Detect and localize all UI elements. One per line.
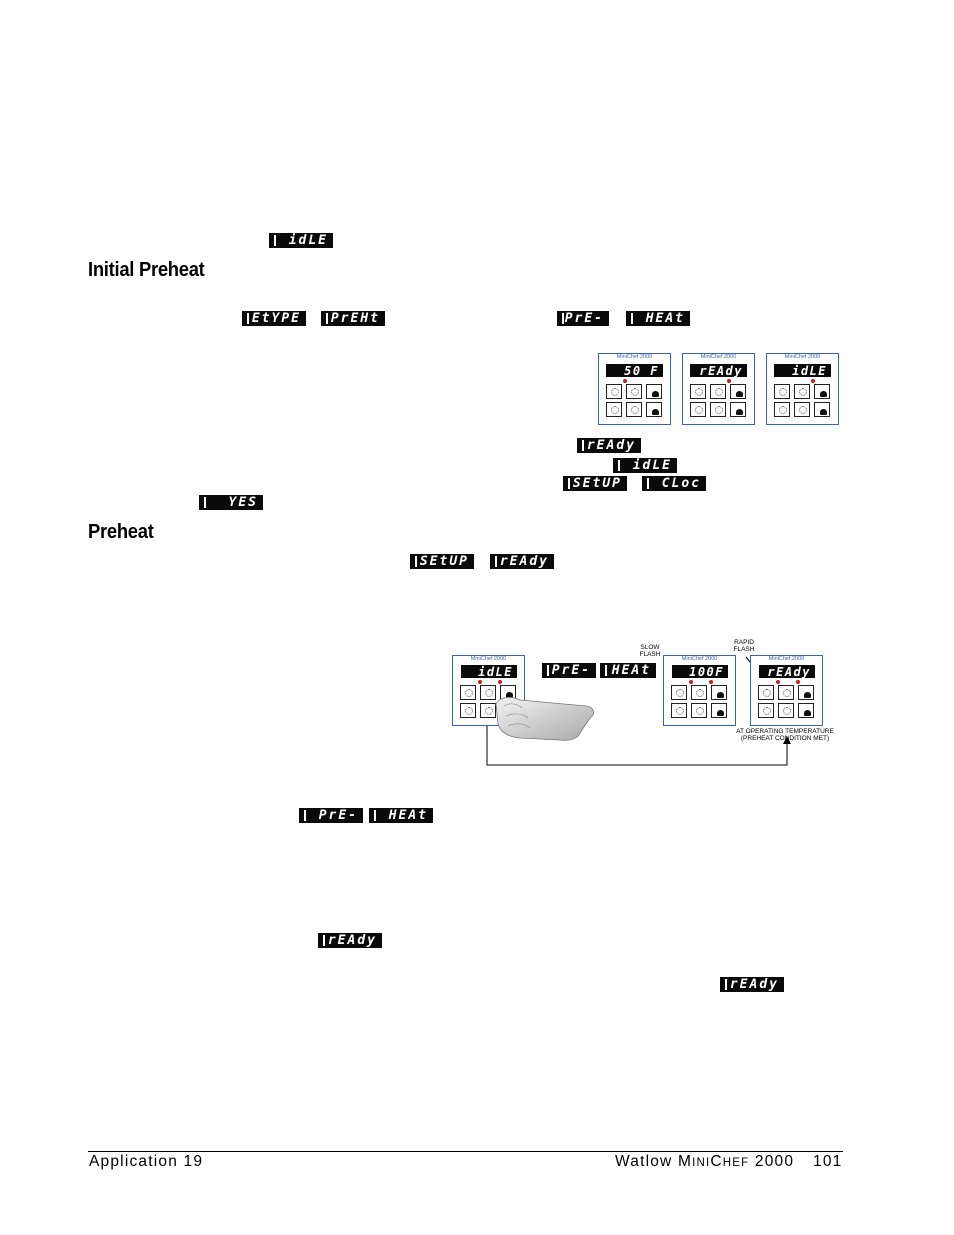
status-led bbox=[709, 680, 713, 684]
control-button bbox=[480, 685, 496, 700]
controller-panel: MiniChef 2000 rEAdy bbox=[682, 353, 755, 425]
panel-brand: MiniChef 2000 bbox=[681, 656, 718, 662]
control-button bbox=[691, 685, 707, 700]
control-button bbox=[460, 703, 476, 718]
control-button bbox=[794, 402, 810, 417]
control-button bbox=[798, 685, 814, 700]
lcd-idle: idLE bbox=[269, 233, 333, 248]
panel-display: rEAdy bbox=[690, 364, 747, 378]
panel-display: 100F bbox=[672, 665, 728, 679]
control-button bbox=[691, 703, 707, 718]
control-button bbox=[710, 384, 726, 399]
panel-brand: MiniChef 2000 bbox=[616, 354, 653, 360]
footer-rule bbox=[88, 1151, 843, 1152]
control-button bbox=[626, 384, 642, 399]
lcd-heat: HEAt bbox=[369, 808, 433, 823]
control-button bbox=[774, 384, 790, 399]
control-button bbox=[758, 703, 774, 718]
lcd-heat: HEAt bbox=[600, 663, 656, 678]
footer-product-name: Watlow MINICHEF 2000 bbox=[615, 1153, 795, 1170]
control-button bbox=[711, 685, 727, 700]
control-button bbox=[798, 703, 814, 718]
status-led bbox=[689, 680, 693, 684]
panel-display: 50 F bbox=[606, 364, 663, 378]
control-button bbox=[774, 402, 790, 417]
status-led bbox=[623, 379, 627, 383]
control-button bbox=[814, 384, 830, 399]
lcd-ready: rEAdy bbox=[577, 438, 641, 453]
panel-brand: MiniChef 2000 bbox=[470, 656, 507, 662]
status-led bbox=[478, 680, 482, 684]
control-button bbox=[671, 703, 687, 718]
control-button bbox=[794, 384, 810, 399]
control-button bbox=[606, 384, 622, 399]
footer-section-label: Application 19 bbox=[89, 1153, 204, 1170]
control-button bbox=[626, 402, 642, 417]
panel-display: rEAdy bbox=[759, 665, 815, 679]
control-button bbox=[758, 685, 774, 700]
control-button bbox=[710, 402, 726, 417]
page-number: 101 bbox=[813, 1153, 843, 1170]
control-button bbox=[646, 384, 662, 399]
panel-display: idLE bbox=[774, 364, 831, 378]
hand-press-icon bbox=[495, 696, 594, 741]
control-button bbox=[606, 402, 622, 417]
operating-temperature-label: AT OPERATING TEMPERATURE (PREHEAT CONDIT… bbox=[736, 728, 834, 742]
panel-brand: MiniChef 2000 bbox=[784, 354, 821, 360]
control-button bbox=[671, 685, 687, 700]
lcd-setup: SEtUP bbox=[410, 554, 474, 569]
control-button bbox=[778, 685, 794, 700]
lcd-pre: PrE- bbox=[299, 808, 363, 823]
controller-panel: MiniChef 2000 100F bbox=[663, 655, 736, 726]
status-led bbox=[498, 680, 502, 684]
control-button bbox=[730, 384, 746, 399]
lcd-ready: rEAdy bbox=[318, 933, 382, 948]
lcd-pre: PrE- bbox=[542, 663, 596, 678]
panel-display: idLE bbox=[461, 665, 517, 679]
section-heading-initial-preheat: Initial Preheat bbox=[88, 259, 205, 281]
controller-panel: MiniChef 2000 idLE bbox=[766, 353, 839, 425]
lcd-setup: SEtUP bbox=[563, 476, 627, 491]
lcd-yes: YES bbox=[199, 495, 263, 510]
lcd-heat: HEAt bbox=[626, 311, 690, 326]
lcd-pre: PrE- bbox=[557, 311, 609, 326]
controller-panel: MiniChef 2000 50 F bbox=[598, 353, 671, 425]
lcd-preht: PrEHt bbox=[321, 311, 385, 326]
status-led bbox=[811, 379, 815, 383]
control-button bbox=[814, 402, 830, 417]
panel-brand: MiniChef 2000 bbox=[700, 354, 737, 360]
lcd-ready: rEAdy bbox=[720, 977, 784, 992]
status-led bbox=[796, 680, 800, 684]
lcd-cloc: CLoc bbox=[642, 476, 706, 491]
lcd-ready: rEAdy bbox=[490, 554, 554, 569]
control-button bbox=[690, 402, 706, 417]
control-button bbox=[690, 384, 706, 399]
lcd-etype: EtYPE bbox=[242, 311, 306, 326]
section-heading-preheat: Preheat bbox=[88, 521, 154, 543]
controller-panel: MiniChef 2000 rEAdy bbox=[750, 655, 823, 726]
control-button bbox=[711, 703, 727, 718]
lcd-idle: idLE bbox=[613, 458, 677, 473]
control-button bbox=[460, 685, 476, 700]
rapid-flash-label: RAPID FLASH bbox=[733, 639, 755, 653]
control-button bbox=[730, 402, 746, 417]
status-led bbox=[776, 680, 780, 684]
panel-brand: MiniChef 2000 bbox=[768, 656, 805, 662]
control-button bbox=[480, 703, 496, 718]
control-button bbox=[778, 703, 794, 718]
control-button bbox=[646, 402, 662, 417]
slow-flash-label: SLOW FLASH bbox=[639, 644, 661, 658]
status-led bbox=[727, 379, 731, 383]
